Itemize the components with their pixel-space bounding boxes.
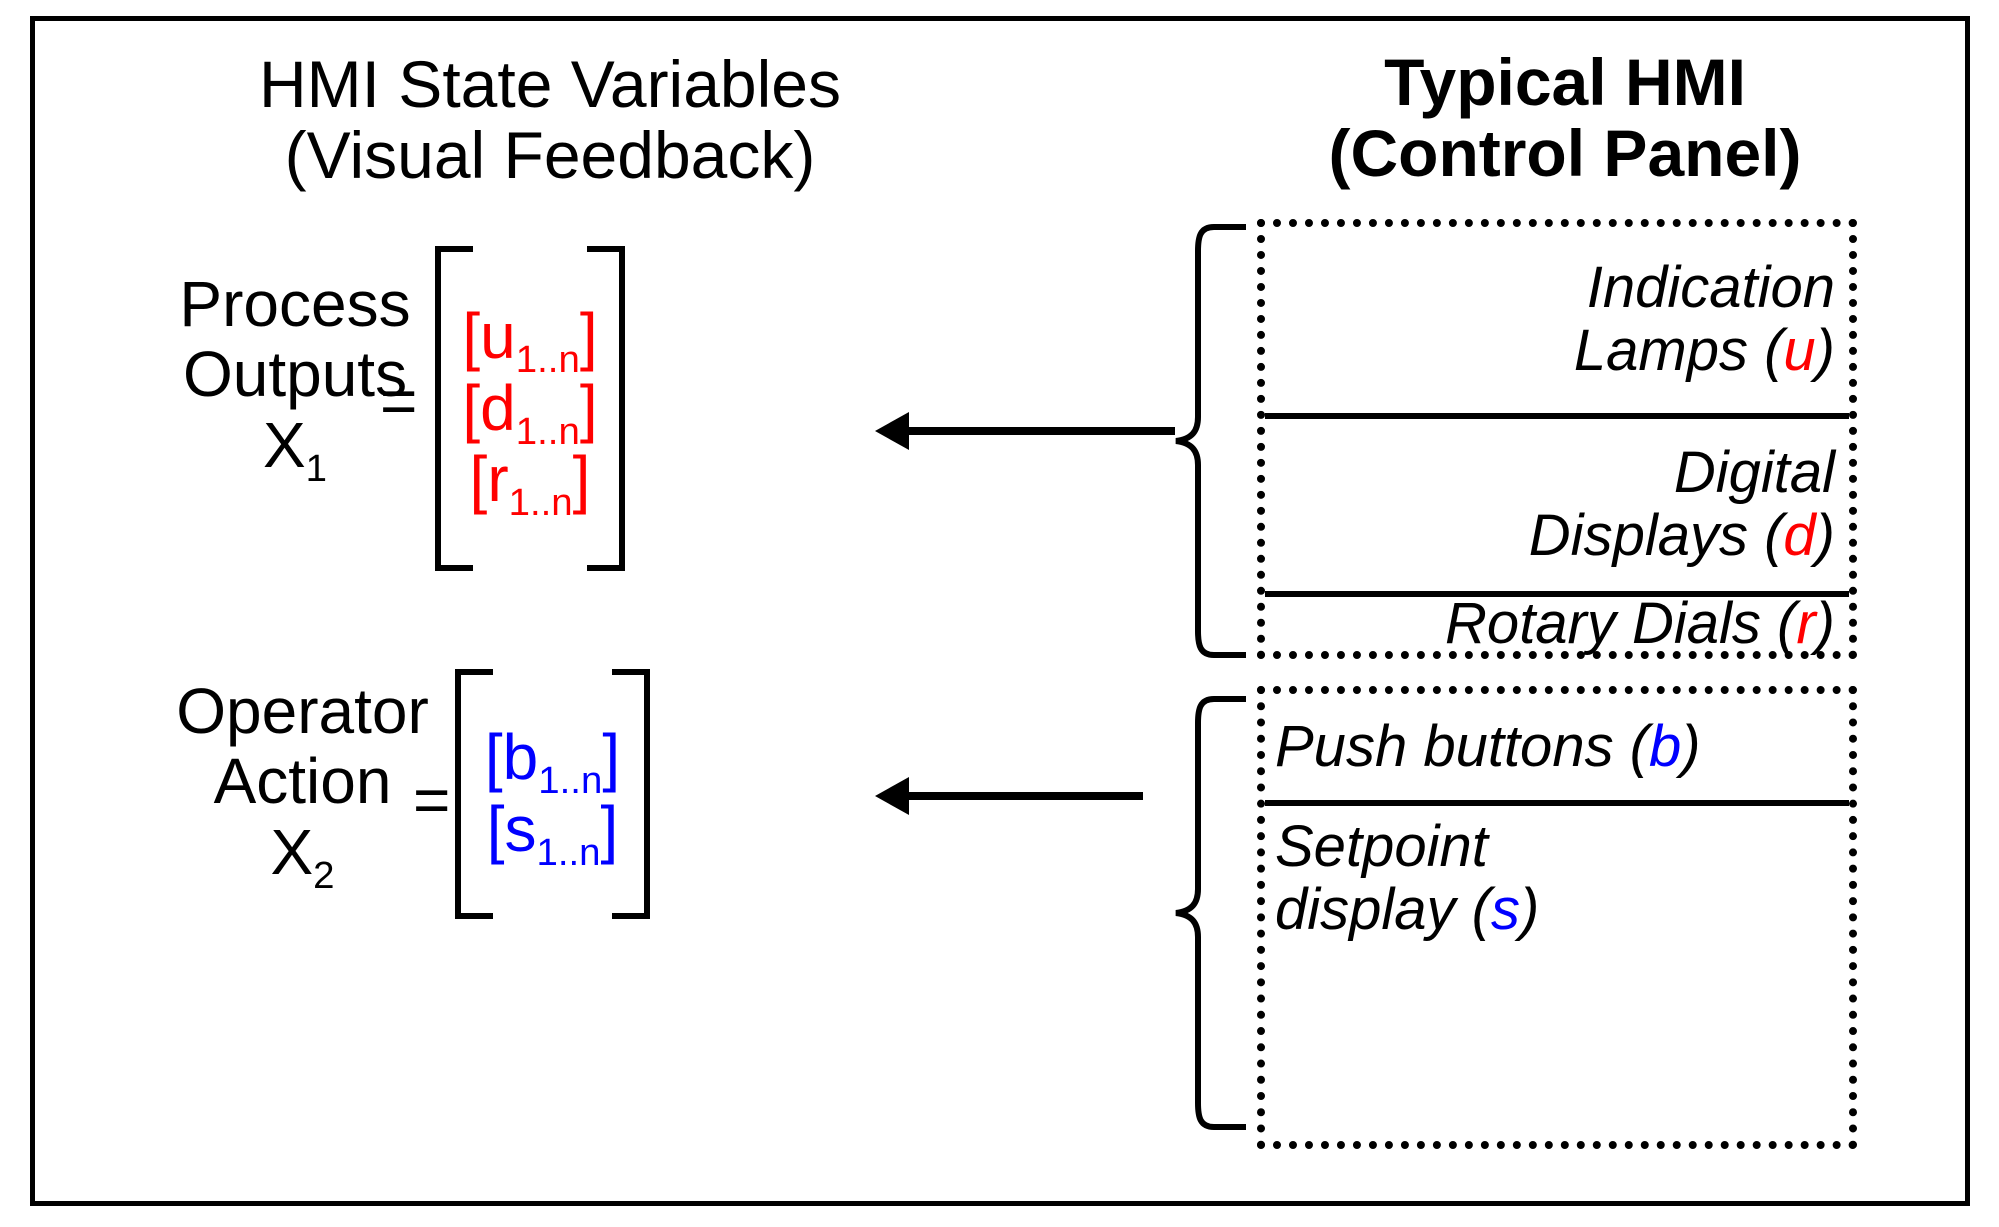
process-outputs-equals: = bbox=[380, 365, 418, 437]
matrix-bracket-right-icon bbox=[612, 669, 650, 919]
matrix-bracket-left-icon bbox=[455, 669, 493, 919]
panel-row-push-buttons: Push buttons (b) bbox=[1265, 694, 1849, 806]
matrix-row: [d1..n] bbox=[462, 371, 598, 453]
operator-action-subscript: 2 bbox=[313, 853, 335, 897]
right-column-heading: Typical HMI (Control Panel) bbox=[1328, 45, 1802, 191]
process-outputs-brace-icon bbox=[1170, 221, 1250, 661]
left-column-heading: HMI State Variables (Visual Feedback) bbox=[258, 47, 841, 193]
process-outputs-subscript: 1 bbox=[305, 446, 328, 490]
matrix-bracket-left-icon bbox=[435, 246, 473, 571]
diagram-frame: HMI State Variables (Visual Feedback) Ty… bbox=[30, 16, 1970, 1206]
operator-action-brace-icon bbox=[1170, 693, 1250, 1133]
operator-action-equals: = bbox=[413, 764, 451, 836]
matrix-row: [b1..n] bbox=[484, 721, 621, 803]
matrix-bracket-right-icon bbox=[587, 246, 625, 571]
panel-row-rotary-dials: Rotary Dials (r) bbox=[1445, 590, 1835, 656]
matrix-row: [u1..n] bbox=[462, 299, 598, 381]
operator-action-matrix: [b1..n][s1..n] bbox=[455, 669, 650, 919]
matrix-row: [r1..n] bbox=[469, 443, 591, 525]
matrix-row: [s1..n] bbox=[486, 793, 619, 874]
process-outputs-matrix: [u1..n][d1..n][r1..n] bbox=[435, 246, 625, 571]
